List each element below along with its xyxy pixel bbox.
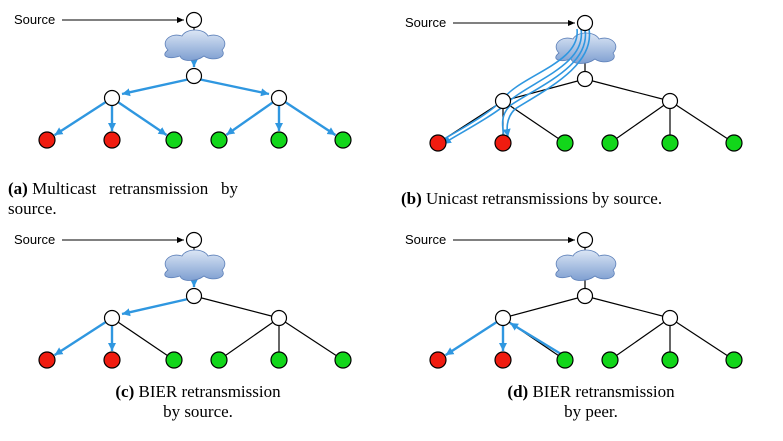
retransmit-arrow-leaf-5 [283,100,337,137]
receiver-node-2-red [494,134,512,152]
receiver-node-4-green [601,134,619,152]
receiver-node-2-red [103,131,121,149]
network-cloud-icon [555,249,617,281]
receiver-node-4-green [601,351,619,369]
caption-a: (a) Multicast retransmission by source. [8,179,388,219]
receiver-node-4-green [210,351,228,369]
link-leaf-5 [278,317,344,361]
receiver-node-1-red [429,351,447,369]
receiver-node-6-green [725,134,743,152]
caption-d-tag: (d) [507,382,529,401]
receiver-node-5-green [270,131,288,149]
source-label: Source [14,232,55,247]
source-node [185,11,203,29]
router-node-right [270,89,288,107]
link-root-left [502,78,586,102]
network-cloud-icon [164,249,226,281]
source-node [576,231,594,249]
caption-b: (b) Unicast retransmissions by source. [401,189,781,209]
link-root-right [193,295,280,319]
router-node-left [103,309,121,327]
caption-c-text: BIER retransmission [138,382,281,401]
source-label: Source [405,232,446,247]
caption-d-text-line2: by peer. [564,402,618,421]
receiver-node-1-red [429,134,447,152]
source-label: Source [14,12,55,27]
root-node [185,287,203,305]
retransmit-arrow-root-right [197,77,270,97]
receiver-node-5-green [270,351,288,369]
caption-b-tag: (b) [401,189,422,208]
link-root-right [584,78,671,102]
router-node-right [661,309,679,327]
source-label: Source [405,15,446,30]
router-node-right [661,92,679,110]
receiver-node-1-red [38,131,56,149]
link-leaf-3 [609,100,671,144]
receiver-node-6-green [725,351,743,369]
retransmit-arrow-leaf-0 [53,320,108,357]
peer-retransmit-arrow [509,321,562,356]
source-node [576,14,594,32]
retransmit-arrow-leaf-2 [116,100,168,136]
receiver-node-5-green [661,134,679,152]
root-node [185,67,203,85]
network-cloud-icon [164,29,226,61]
caption-d-text: BIER retransmission [532,382,675,401]
caption-a-text-line2: source. [8,199,57,218]
router-node-left [494,309,512,327]
retransmit-arrow-leaf-0 [53,100,108,137]
caption-c: (c) BIER retransmission by source. [8,382,388,422]
link-root-left [502,295,586,319]
link-leaf-5 [669,100,735,144]
source-node [185,231,203,249]
router-node-left [103,89,121,107]
retransmit-arrow-root-left [121,77,191,97]
receiver-node-6-green [334,351,352,369]
receiver-node-6-green [334,131,352,149]
receiver-node-4-green [210,131,228,149]
panel-a: Source [14,11,352,149]
retransmit-arrow-root-left [121,297,189,317]
caption-a-text: Multicast retransmission by [32,179,238,198]
root-node [576,287,594,305]
router-node-right [270,309,288,327]
receiver-node-3-green [556,351,574,369]
caption-d: (d) BIER retransmission by peer. [401,382,781,422]
link-root-right [584,295,671,319]
link-leaf-3 [609,317,671,361]
caption-a-tag: (a) [8,179,28,198]
retransmit-arrow-leaf-0 [444,320,499,357]
unicast-path-2 [501,28,587,138]
link-leaf-2 [502,100,566,144]
receiver-node-2-red [103,351,121,369]
panel-c: Source [14,231,352,369]
receiver-node-5-green [661,351,679,369]
root-node [576,70,594,88]
caption-c-text-line2: by source. [163,402,233,421]
link-leaf-3 [218,317,280,361]
receiver-node-3-green [165,351,183,369]
receiver-node-3-green [556,134,574,152]
link-leaf-2 [111,317,175,361]
caption-b-text: Unicast retransmissions by source. [426,189,663,208]
panel-b: Source [405,14,743,152]
caption-c-tag: (c) [115,382,135,401]
receiver-node-1-red [38,351,56,369]
router-node-left [494,92,512,110]
link-leaf-5 [669,317,735,361]
receiver-node-3-green [165,131,183,149]
unicast-path-3 [502,28,591,138]
panel-d: Source [405,231,743,369]
receiver-node-2-red [494,351,512,369]
retransmit-arrow-leaf-3 [225,100,275,136]
